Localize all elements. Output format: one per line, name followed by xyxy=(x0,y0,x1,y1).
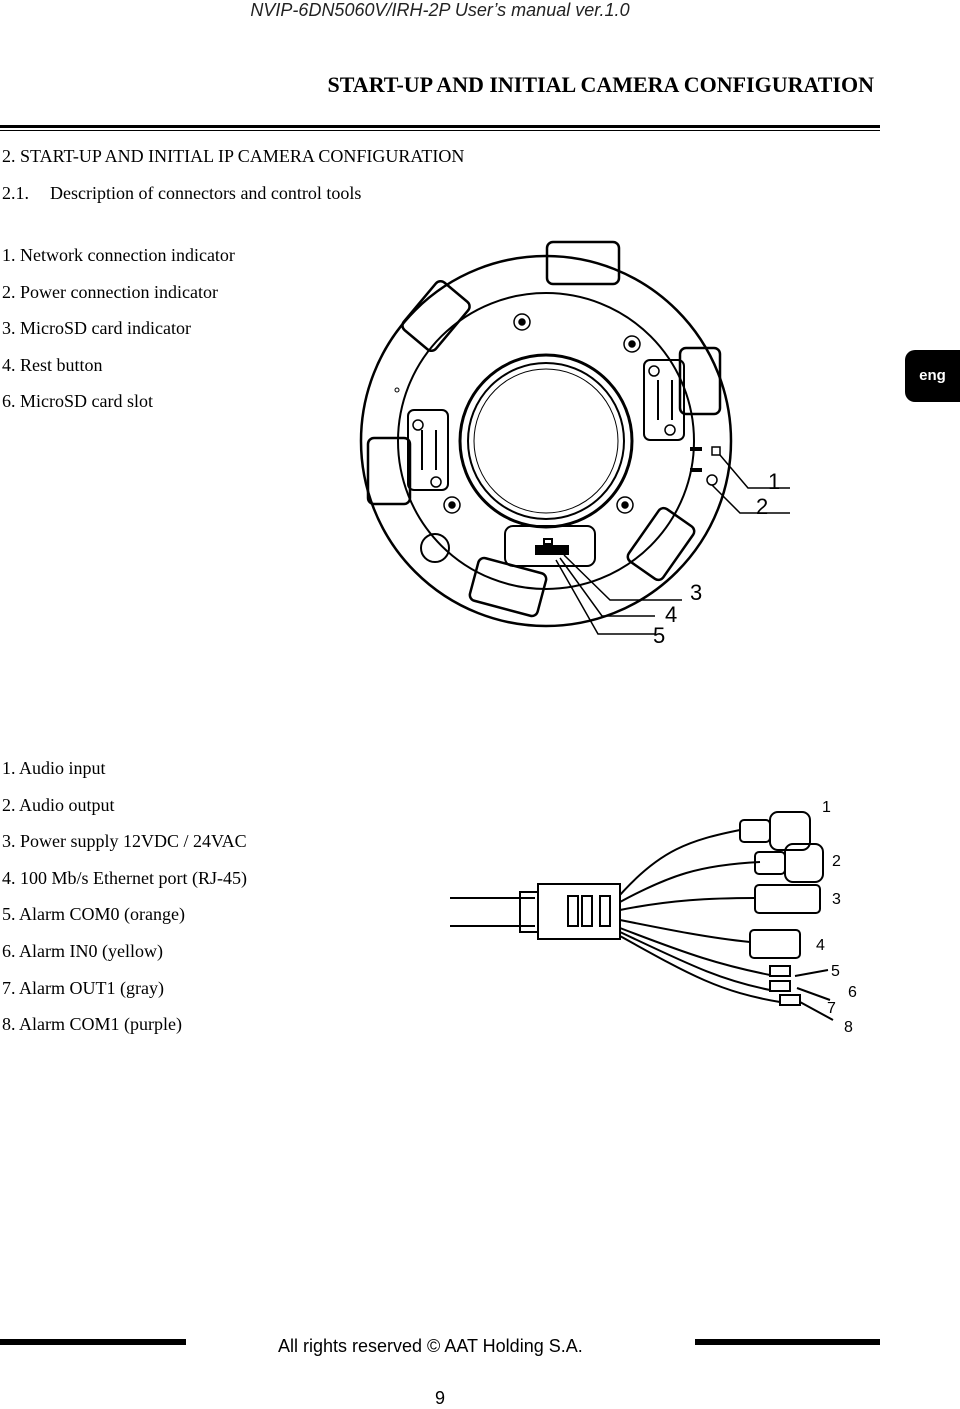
cable-callout-8: 8 xyxy=(844,1019,853,1036)
camera-items-list: 1. Network connection indicator 2. Power… xyxy=(2,244,235,427)
list-item: 5. Alarm COM0 (orange) xyxy=(2,904,185,925)
list-item: 8. Alarm COM1 (purple) xyxy=(2,1014,182,1035)
list-item: 1. Network connection indicator xyxy=(2,245,235,265)
cable-callout-3: 3 xyxy=(832,891,841,908)
subsection-title: Description of connectors and control to… xyxy=(50,183,362,203)
subsection-heading: 2.1. Description of connectors and contro… xyxy=(2,183,361,204)
callout-1: 1 xyxy=(768,469,780,494)
cable-callout-4: 4 xyxy=(816,937,825,954)
cable-callout-1: 1 xyxy=(822,799,831,816)
header-rule-thick xyxy=(0,125,880,128)
list-item: 1. Audio input xyxy=(2,758,106,778)
footer-copyright: All rights reserved © AAT Holding S.A. xyxy=(278,1336,583,1356)
list-item: 7. Alarm OUT1 (gray) xyxy=(2,977,164,998)
list-item: 6. MicroSD card slot xyxy=(2,391,153,412)
header-rule-thin xyxy=(0,130,880,131)
cable-callout-7: 7 xyxy=(827,1000,836,1017)
cable-callout-2: 2 xyxy=(832,853,841,870)
list-item: 4. 100 Mb/s Ethernet port (RJ-45) xyxy=(2,867,247,888)
chapter-heading: 2. START-UP AND INITIAL IP CAMERA CONFIG… xyxy=(2,146,465,166)
callout-3: 3 xyxy=(690,580,702,605)
section-title: START-UP AND INITIAL CAMERA CONFIGURATIO… xyxy=(327,72,874,97)
callout-4: 4 xyxy=(665,602,677,627)
list-item: 6. Alarm IN0 (yellow) xyxy=(2,940,163,961)
callout-5: 5 xyxy=(653,623,665,648)
footer-bar-right xyxy=(695,1339,880,1345)
list-item: 2. Audio output xyxy=(2,794,115,815)
list-item: 4. Rest button xyxy=(2,354,103,375)
footer-bar-left xyxy=(0,1339,186,1345)
camera-base-diagram: 1 2 3 4 5 xyxy=(359,240,790,648)
list-item: 3. Power supply 12VDC / 24VAC xyxy=(2,831,247,852)
list-item: 2. Power connection indicator xyxy=(2,281,218,302)
subsection-number: 2.1. xyxy=(2,183,29,203)
callout-2: 2 xyxy=(756,494,768,519)
running-header: NVIP-6DN5060V/IRH-2P User’s manual ver.1… xyxy=(250,0,630,20)
list-item: 3. MicroSD card indicator xyxy=(2,318,191,339)
cable-harness-diagram: 1 2 3 4 5 6 7 8 xyxy=(450,799,857,1036)
cable-callout-5: 5 xyxy=(831,963,840,980)
cable-callout-6: 6 xyxy=(848,984,857,1001)
page-number: 9 xyxy=(434,1388,445,1408)
language-tab: eng xyxy=(905,350,960,402)
cable-items-list: 1. Audio input 2. Audio output 3. Power … xyxy=(2,757,247,1050)
